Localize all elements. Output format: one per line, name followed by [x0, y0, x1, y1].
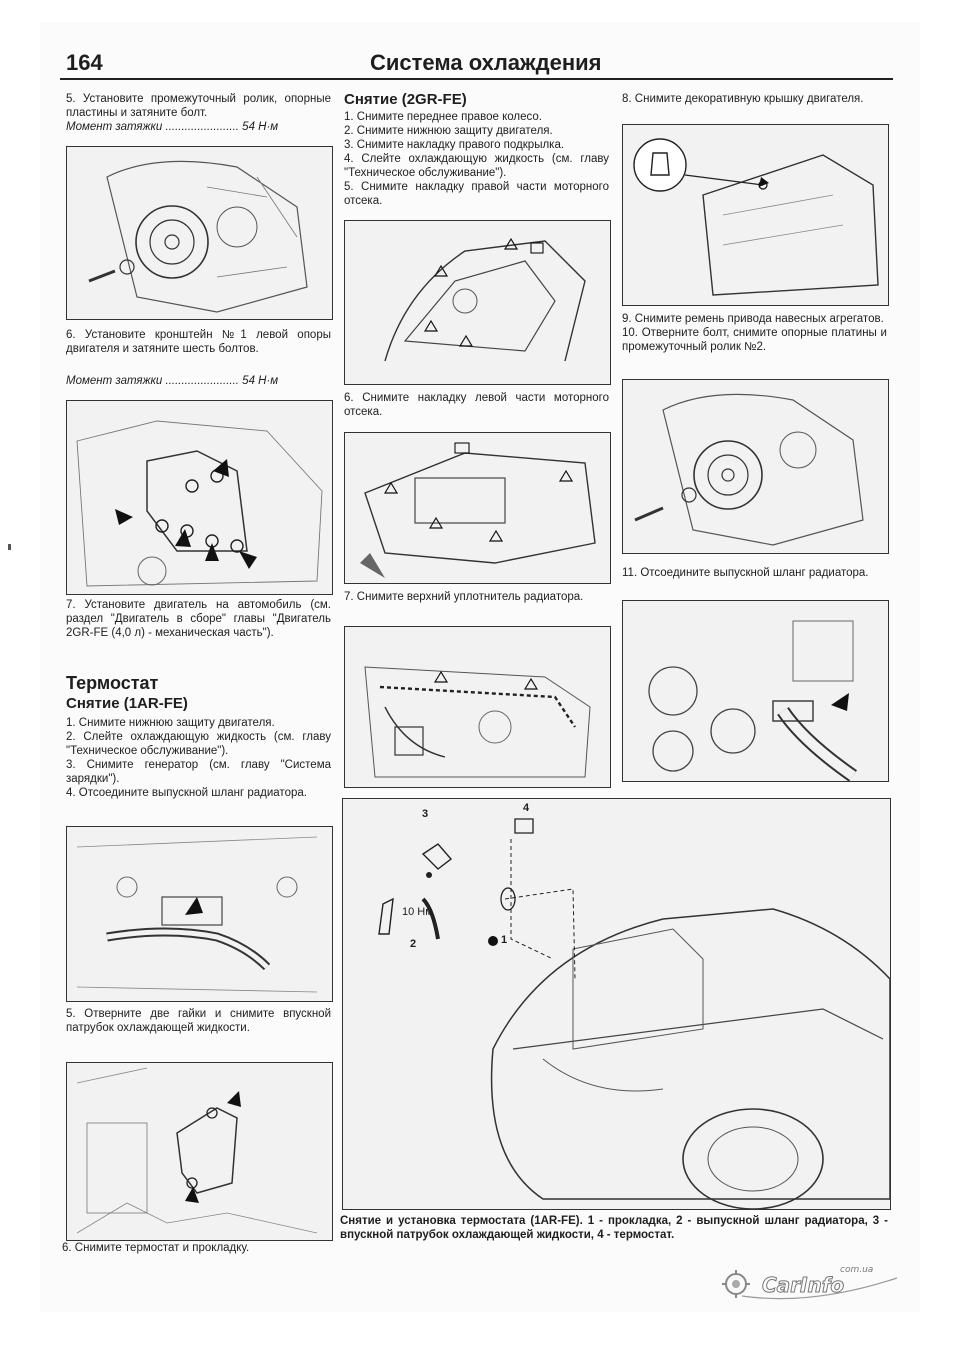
figure-coolant-inlet: [66, 1062, 333, 1241]
thermostat-steps: 1. Снимите нижнюю защиту двигателя. 2. С…: [66, 717, 331, 799]
page-title: Система охлаждения: [370, 50, 602, 75]
subsection-heading-1ar: Снятие (1AR-FE): [66, 695, 188, 712]
thermostat-step6: 6. Снимите термостат и прокладку.: [62, 1242, 250, 1254]
right-step9-10: 9. Снимите ремень привода навесных агрег…: [622, 313, 887, 353]
torque-label: 10 Нм: [402, 906, 433, 918]
figure-left-engine-cover: [344, 432, 611, 584]
section-heading-thermostat: Термостат: [66, 673, 159, 693]
left-step6-torque: Момент затяжки ....................... 5…: [66, 375, 279, 387]
middle-steps: 1. Снимите переднее правое колесо. 2. Сн…: [344, 111, 609, 207]
callout-2: 2: [410, 938, 417, 950]
right-step8: 8. Снимите декоративную крышку двигателя…: [622, 93, 864, 105]
left-step5-torque: Момент затяжки ....................... 5…: [66, 121, 279, 133]
middle-heading-2gr: Снятие (2GR-FE): [344, 91, 467, 108]
figure-idler-pulley-2: [622, 379, 889, 554]
left-step5-text: 5. Установите промежуточный ролик, опорн…: [66, 93, 331, 119]
left-step7-text: 7. Установите двигатель на автомобиль (с…: [66, 599, 331, 639]
page-number: 164: [66, 50, 103, 75]
figure-idler-pulley: [66, 146, 333, 320]
callout-3: 3: [422, 808, 429, 820]
left-step6-text: 6. Установите кронштейн №1 левой опоры д…: [66, 329, 331, 355]
header-rule: [60, 78, 893, 80]
carinfo-logo: com.ua CarInfo: [722, 1258, 902, 1308]
figure-engine-mount-bracket: [66, 400, 333, 595]
right-step11: 11. Отсоедините выпускной шланг радиатор…: [622, 567, 869, 579]
scan-mark: [8, 544, 11, 550]
figure-thermostat-assembly: [342, 798, 891, 1210]
figure-engine-decor-cover: [622, 124, 889, 306]
figure-caption: Снятие и установка термостата (1AR-FE). …: [340, 1215, 888, 1241]
logo-domain: com.ua: [840, 1265, 873, 1275]
figure-right-engine-cover: [344, 220, 611, 385]
middle-step7: 7. Снимите верхний уплотнитель радиатора…: [344, 591, 584, 603]
figure-radiator-hose: [66, 826, 333, 1002]
callout-4: 4: [523, 802, 530, 814]
thermostat-step5: 5. Отверните две гайки и снимите впускно…: [66, 1008, 331, 1034]
figure-radiator-seal: [344, 626, 611, 788]
callout-1: 1: [501, 934, 508, 946]
figure-radiator-hose-2gr: [622, 600, 889, 782]
middle-step6: 6. Снимите накладку левой части моторног…: [344, 392, 609, 418]
logo-brand: CarInfo: [762, 1273, 844, 1297]
